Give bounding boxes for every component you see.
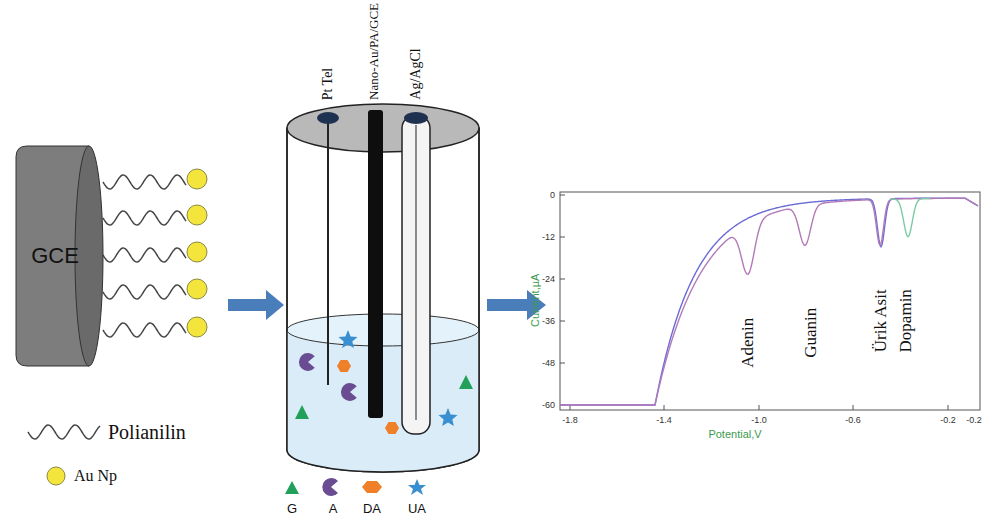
- dopamine-symbol: [337, 360, 351, 372]
- voltammogram-curve: [560, 198, 978, 405]
- axis-tick-label: -48: [542, 358, 555, 368]
- drawing-part: [187, 169, 207, 337]
- guanine-symbol: [295, 405, 309, 419]
- gold-nanoparticle: [187, 169, 207, 189]
- axis-title: Potential,V: [708, 428, 761, 441]
- axis-tick-label: -0.6: [845, 415, 861, 425]
- aunp-sample: [47, 467, 65, 485]
- tick: [560, 237, 565, 238]
- polyaniline-chain: [103, 211, 186, 225]
- reference-cap: [404, 112, 428, 124]
- uric-acid-symbol: [408, 479, 426, 495]
- peak-label: Guanin: [801, 308, 821, 358]
- tick: [560, 321, 565, 322]
- axis-tick-label: -1.0: [751, 415, 767, 425]
- axis-tick-label: 0: [550, 190, 555, 200]
- legend-text: UA: [408, 502, 426, 517]
- polyaniline-chain: [103, 175, 186, 189]
- tick: [560, 195, 565, 196]
- polyaniline-chain: [103, 323, 186, 337]
- legend-text: Au Np: [74, 467, 117, 485]
- legend-text: G: [287, 502, 297, 517]
- reference-electrode: [402, 116, 430, 434]
- axis-tick-label: -1.4: [656, 415, 672, 425]
- electrode-label: GCE: [31, 243, 79, 268]
- electrode-name: Pt Tel: [320, 67, 336, 100]
- cell-wall: [478, 128, 480, 450]
- tick: [948, 405, 949, 410]
- pt-cap: [317, 112, 339, 124]
- guanine-symbol: [459, 375, 473, 389]
- legend-text: Polianilin: [108, 421, 186, 444]
- axis-tick-label: -60: [542, 400, 555, 410]
- electrode-cylinder: GCE: [15, 145, 105, 367]
- drawing-part: [560, 195, 948, 410]
- cylinder-face: [75, 146, 103, 366]
- pt-wire: [327, 122, 329, 385]
- dopamine-symbol: [385, 422, 399, 434]
- peak-label: Adenin: [738, 318, 758, 368]
- legend-text: DA: [363, 502, 381, 517]
- drawing-part: [28, 425, 100, 439]
- cell-bottom: [287, 450, 479, 472]
- peak-label: Dopamin: [896, 289, 916, 352]
- plot-frame: [560, 192, 980, 410]
- polyaniline-sample: [28, 425, 100, 439]
- axis-tick-label: -1.8: [562, 415, 578, 425]
- uric-acid-symbol: [439, 408, 458, 426]
- peak-label: Ürik Asit: [870, 289, 890, 352]
- tick: [560, 363, 565, 364]
- drawing-part: [103, 175, 186, 337]
- axis-tick-label: -0.2: [940, 415, 956, 425]
- guanine-symbol: [285, 481, 299, 494]
- gold-nanoparticle: [187, 205, 207, 225]
- uric-acid-symbol: [339, 330, 358, 348]
- drawing-part: [295, 330, 473, 434]
- flow-arrow: [228, 290, 284, 320]
- tick: [560, 279, 565, 280]
- voltammogram-curve: [890, 198, 930, 236]
- gold-nanoparticle: [187, 242, 207, 262]
- voltammogram-curve: [560, 198, 978, 405]
- legend-text: A: [329, 502, 338, 517]
- adenine-symbol: [341, 383, 357, 401]
- gold-nanoparticle: [187, 279, 207, 299]
- axis-tick-label: -36: [542, 316, 555, 326]
- gold-nanoparticle: [187, 317, 207, 337]
- adenine-symbol: [322, 478, 338, 496]
- cylinder-body: [16, 146, 89, 366]
- axis-tick-label: -12: [542, 232, 555, 242]
- working-electrode: [368, 110, 383, 418]
- tick: [759, 405, 760, 410]
- axis-title: Current,µA: [530, 273, 543, 326]
- electrode-name: Ag/AgCl: [408, 49, 424, 100]
- polyaniline-chain: [103, 285, 186, 299]
- tick: [570, 405, 571, 410]
- axis-tick-label: -24: [542, 274, 555, 284]
- cell-wall: [286, 128, 288, 450]
- tick: [853, 405, 854, 410]
- electrode-name: Nano-Au/PA/GCE: [368, 3, 383, 100]
- polyaniline-chain: [103, 248, 186, 262]
- reference-wire: [415, 125, 416, 420]
- tick: [664, 405, 665, 410]
- adenine-symbol: [299, 353, 315, 371]
- axis-tick-label: -0.2: [966, 415, 982, 425]
- dopamine-symbol: [362, 481, 382, 493]
